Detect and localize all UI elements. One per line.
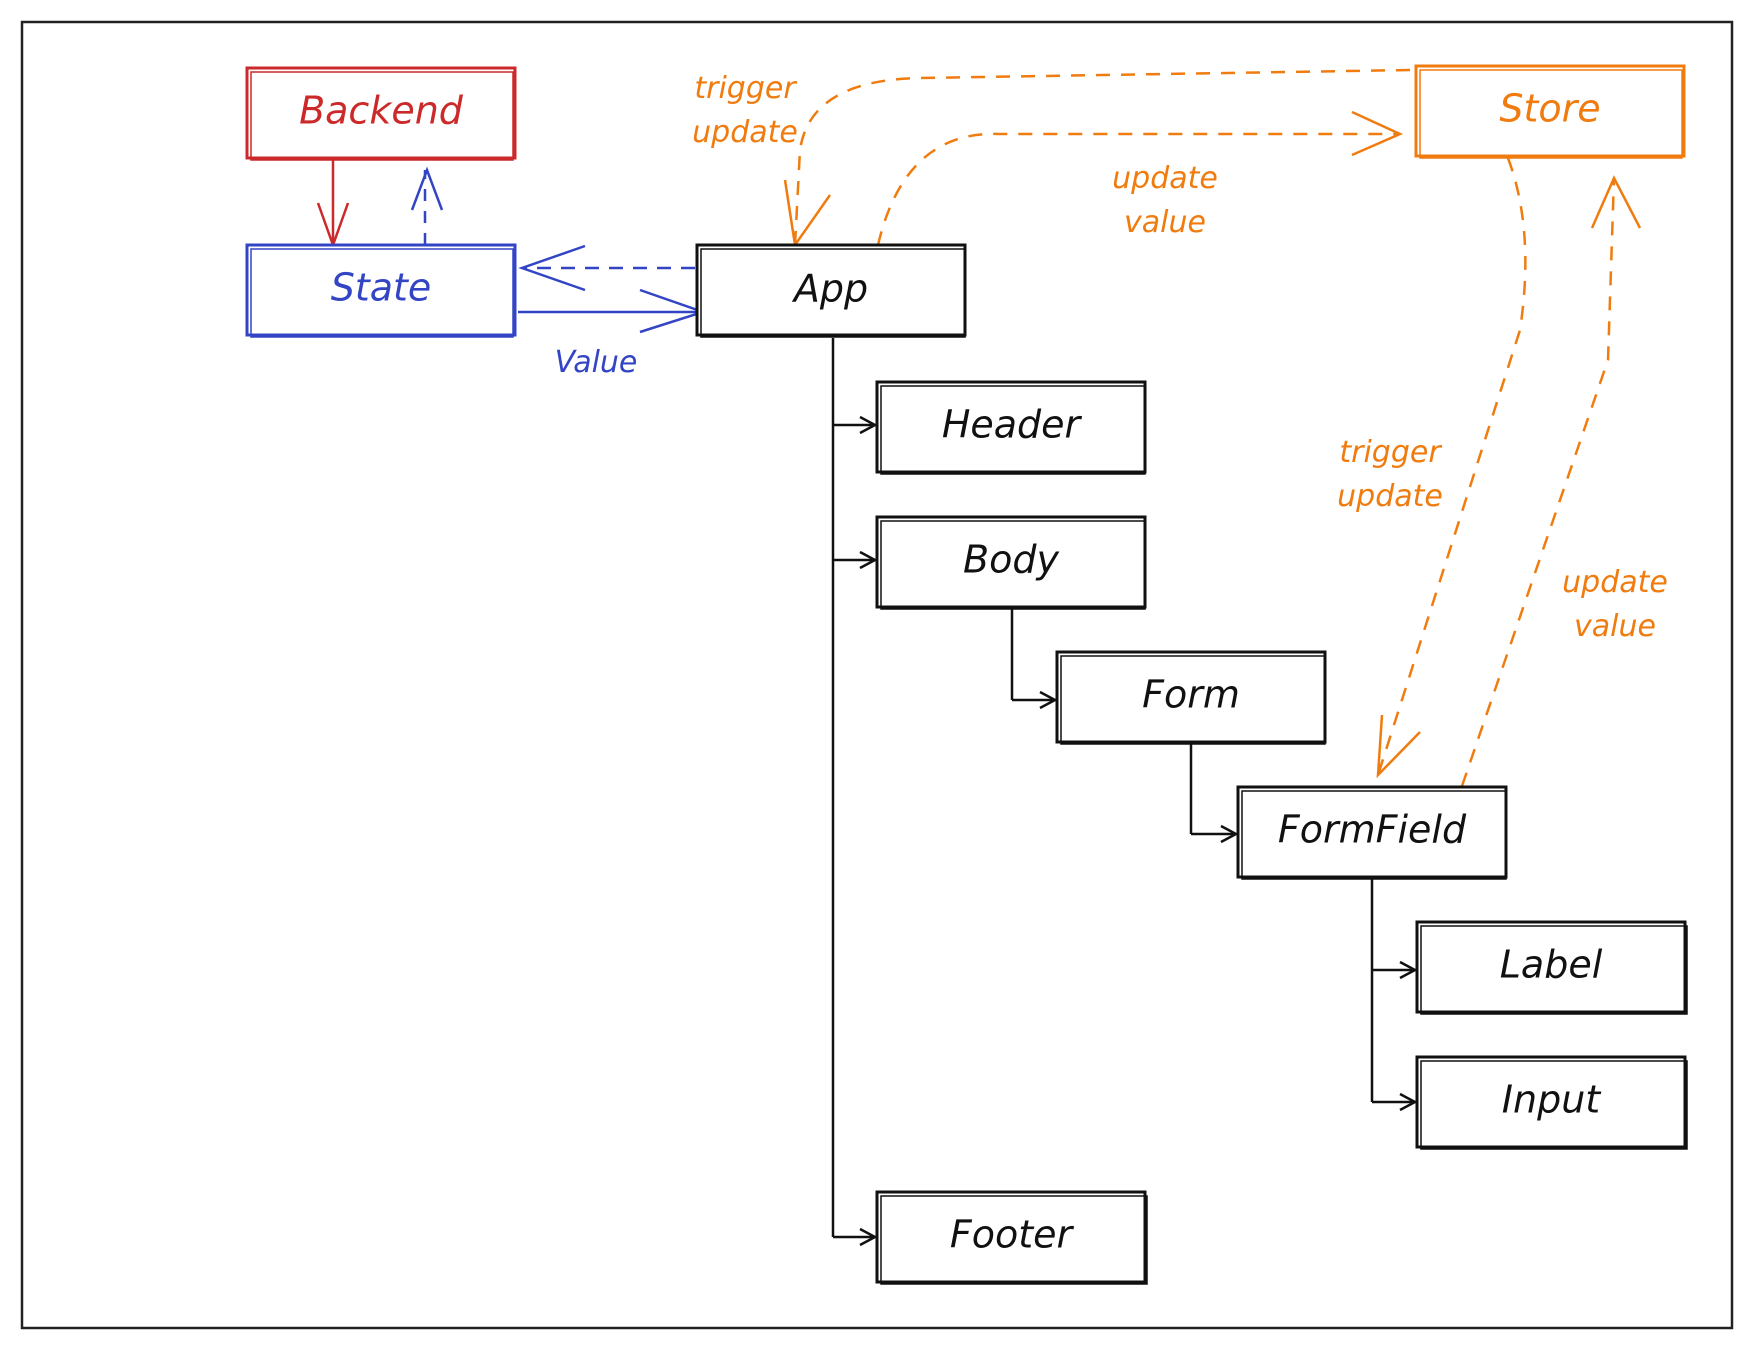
edge-state-to-app	[518, 288, 707, 334]
node-form-label: Form	[1142, 673, 1240, 717]
edge-store-to-formfield	[1376, 157, 1527, 779]
node-header[interactable]: Header	[875, 380, 1147, 475]
node-state[interactable]: State	[245, 243, 517, 338]
edge-label-app-update-1: update	[1112, 161, 1218, 196]
edge-store-to-app	[783, 68, 1411, 249]
node-header-label: Header	[942, 403, 1083, 447]
node-input[interactable]: Input	[1415, 1055, 1688, 1150]
edge-app-to-store	[876, 110, 1404, 246]
edge-state-to-backend	[410, 166, 444, 245]
node-app-label: App	[791, 267, 868, 311]
node-formfield[interactable]: FormField	[1236, 785, 1508, 880]
edge-app-to-state	[518, 244, 695, 292]
edge-label-field-trigger-1: trigger	[1339, 435, 1442, 470]
edge-label-app-update-2: value	[1124, 205, 1206, 240]
node-input-label: Input	[1502, 1078, 1602, 1122]
node-form[interactable]: Form	[1055, 650, 1327, 745]
node-state-label: State	[331, 266, 432, 310]
node-body-label: Body	[963, 538, 1059, 582]
node-footer-label: Footer	[950, 1213, 1075, 1257]
node-store[interactable]: Store	[1414, 64, 1686, 159]
node-store-label: Store	[1499, 87, 1600, 131]
node-body[interactable]: Body	[875, 515, 1147, 610]
node-formfield-label: FormField	[1278, 808, 1467, 852]
edge-label-field-trigger-2: update	[1337, 479, 1443, 514]
node-label-label: Label	[1500, 943, 1603, 987]
edge-label-value: Value	[555, 345, 638, 380]
node-backend[interactable]: Backend	[245, 66, 517, 161]
edge-formfield-to-store	[1460, 175, 1642, 787]
edge-label-field-update-2: value	[1574, 609, 1656, 644]
tree-edges	[831, 338, 1418, 1247]
node-footer[interactable]: Footer	[875, 1190, 1148, 1285]
edge-backend-to-state	[316, 158, 350, 249]
edge-label-app-trigger-1: trigger	[694, 71, 797, 106]
edge-label-field-update-1: update	[1562, 565, 1668, 600]
node-backend-label: Backend	[299, 89, 464, 133]
node-label[interactable]: Label	[1415, 920, 1688, 1015]
outer-frame	[20, 20, 1734, 1330]
node-app[interactable]: App	[695, 243, 967, 338]
edge-label-app-trigger-2: update	[692, 115, 798, 150]
